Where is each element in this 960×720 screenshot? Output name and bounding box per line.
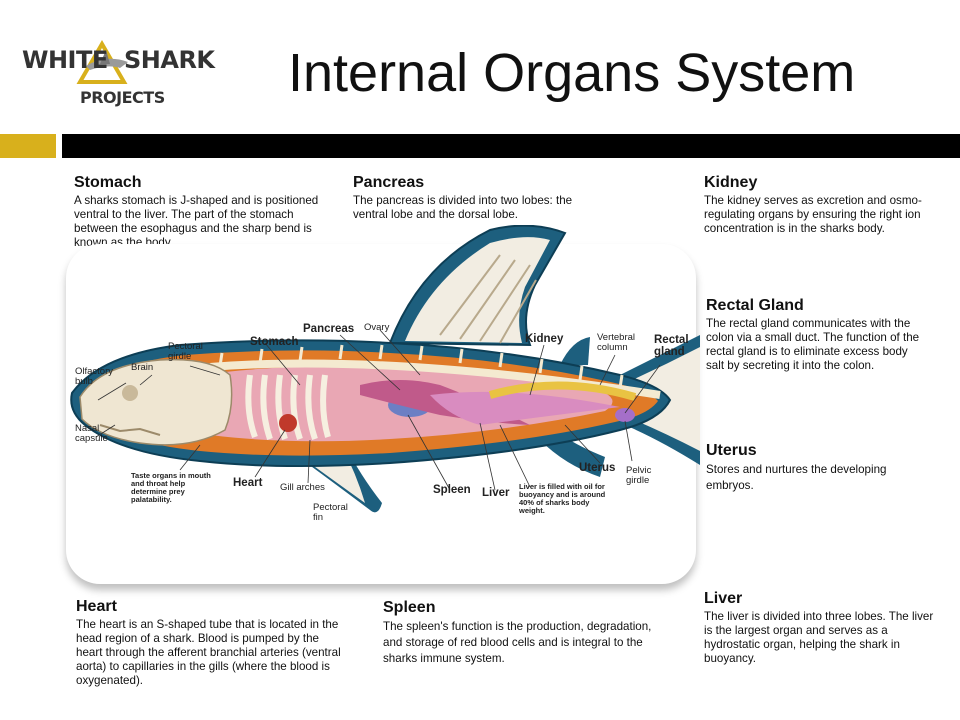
spleen-text: The spleen's function is the production,… xyxy=(383,620,652,665)
label-nasal-capsule: Nasal capsule xyxy=(75,423,108,444)
liver-text: The liver is divided into three lobes. T… xyxy=(704,610,934,665)
kidney-organ xyxy=(488,381,637,401)
rectal-gland-organ xyxy=(615,408,635,422)
liver-section: Liver The liver is divided into three lo… xyxy=(704,590,936,666)
stomach-text: A sharks stomach is J-shaped and is posi… xyxy=(74,194,319,249)
heart-organ xyxy=(279,414,297,432)
shark-fin-icon xyxy=(76,40,128,84)
liver-title: Liver xyxy=(704,590,743,607)
page-title: Internal Organs System xyxy=(288,43,856,103)
shark-anatomy-illustration xyxy=(70,225,700,513)
label-pectoral-fin: Pectoral fin xyxy=(313,502,348,523)
logo-word-shark: SHARK xyxy=(124,46,215,74)
label-pectoral-girdle: Pectoral girdle xyxy=(168,341,203,362)
label-olfactory-bulb: Olfactory bulb xyxy=(75,366,114,387)
kidney-section: Kidney The kidney serves as excretion an… xyxy=(704,174,956,236)
label-rectal-gland: Rectal gland xyxy=(654,334,689,358)
pancreas-section: Pancreas The pancreas is divided into tw… xyxy=(353,174,583,222)
label-spleen: Spleen xyxy=(433,484,471,496)
logo-word-white: WHITE xyxy=(22,46,108,74)
pancreas-text: The pancreas is divided into two lobes: … xyxy=(353,194,573,221)
rectal-gland-text: The rectal gland communicates with the c… xyxy=(706,317,920,372)
spleen-section: Spleen The spleen's function is the prod… xyxy=(383,599,655,667)
stomach-title: Stomach xyxy=(74,174,142,191)
label-taste-note: Taste organs in mouth and throat help de… xyxy=(131,471,211,504)
label-brain: Brain xyxy=(131,362,154,373)
accent-bar xyxy=(0,134,56,158)
pancreas-title: Pancreas xyxy=(353,174,425,191)
spleen-title: Spleen xyxy=(383,599,436,616)
uterus-section: Uterus Stores and nurtures the developin… xyxy=(706,442,922,494)
heart-title: Heart xyxy=(76,598,117,615)
uterus-title: Uterus xyxy=(706,442,757,459)
stomach-section: Stomach A sharks stomach is J-shaped and… xyxy=(74,174,322,250)
rectal-gland-title: Rectal Gland xyxy=(706,297,804,314)
label-liver-note: Liver is filled with oil for buoyancy an… xyxy=(519,482,606,515)
label-kidney: Kidney xyxy=(525,333,564,345)
label-pancreas: Pancreas xyxy=(303,323,355,335)
kidney-text: The kidney serves as excretion and osmo-… xyxy=(704,194,922,235)
label-pelvic-girdle: Pelvic girdle xyxy=(626,465,652,486)
label-uterus: Uterus xyxy=(579,462,616,474)
rectal-gland-section: Rectal Gland The rectal gland communicat… xyxy=(706,297,924,373)
heart-text: The heart is an S-shaped tube that is lo… xyxy=(76,618,341,687)
label-vertebral-column: Vertebral column xyxy=(597,332,636,353)
white-shark-projects-logo: WHITE SHARK PROJECTS xyxy=(20,36,215,116)
label-gill-arches: Gill arches xyxy=(280,482,325,493)
logo-word-projects: PROJECTS xyxy=(80,88,165,107)
heart-section: Heart The heart is an S-shaped tube that… xyxy=(76,598,348,688)
label-ovary: Ovary xyxy=(364,322,390,333)
label-heart: Heart xyxy=(233,477,263,489)
label-liver: Liver xyxy=(482,487,510,499)
uterus-text: Stores and nurtures the developing embry… xyxy=(706,463,887,492)
kidney-title: Kidney xyxy=(704,174,758,191)
label-stomach: Stomach xyxy=(250,336,299,348)
header-divider-bar xyxy=(62,134,960,158)
liver-organ xyxy=(430,391,620,425)
